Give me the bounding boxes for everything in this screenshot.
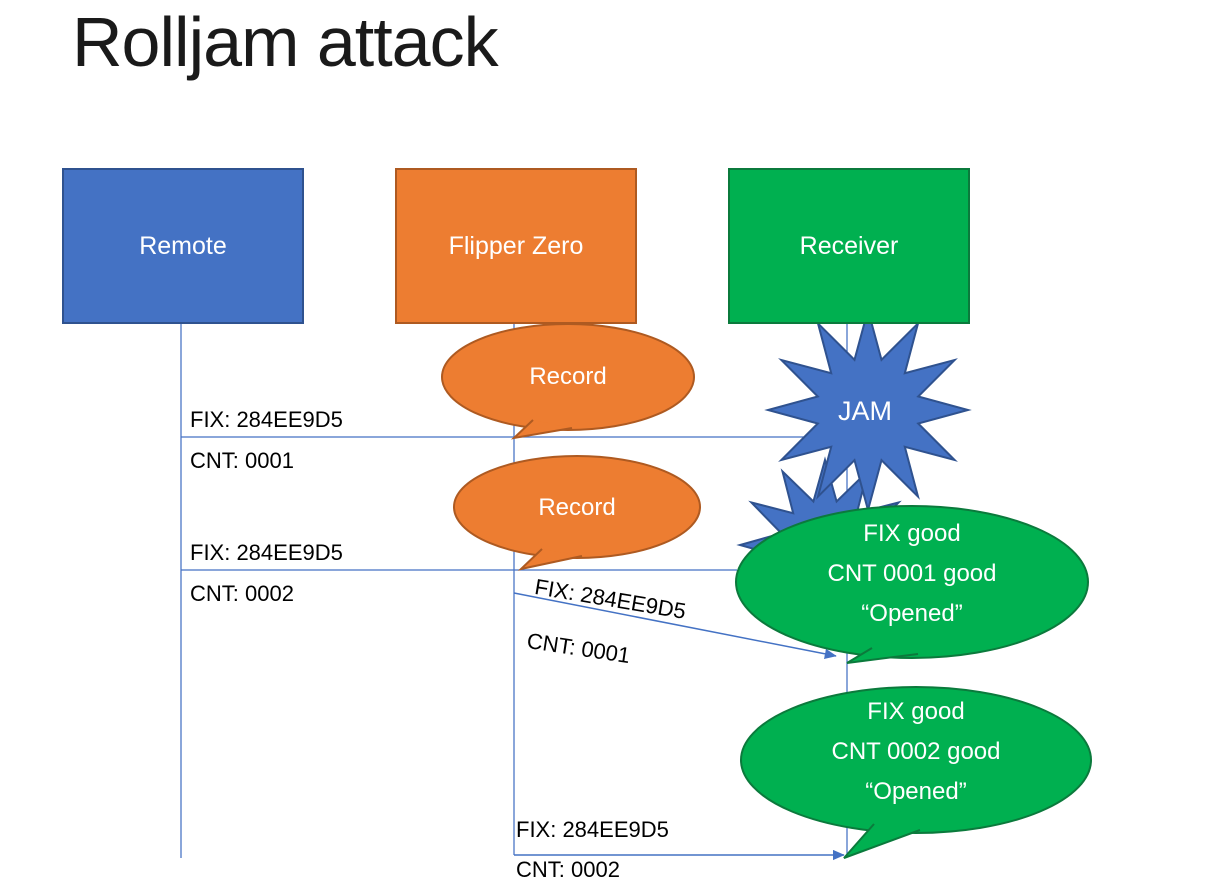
actor-flipper-zero-box: Flipper Zero xyxy=(395,168,637,324)
result-bubble-1 xyxy=(735,505,1089,659)
replay-arrow-1 xyxy=(513,592,837,659)
jam-text: JAM xyxy=(838,396,892,426)
message2-cnt-label: CNT: 0002 xyxy=(190,581,294,606)
record2-text: Record xyxy=(538,494,616,521)
result2-line1: FIX good xyxy=(867,698,965,725)
actor-remote-box: Remote xyxy=(62,168,304,324)
result1-line3: “Opened” xyxy=(861,600,963,627)
result2-text: FIX good CNT 0002 good “Opened” xyxy=(756,692,1076,812)
record-bubble-2-tail xyxy=(517,548,583,571)
message1-fix-label: FIX: 284EE9D5 xyxy=(190,407,343,432)
result1-text: FIX good CNT 0001 good “Opened” xyxy=(752,514,1072,634)
result1-line2: CNT 0001 good xyxy=(827,560,997,587)
message2-fix-label: FIX: 284EE9D5 xyxy=(190,540,343,565)
result2-line2: CNT 0002 good xyxy=(831,738,1001,765)
record1-text: Record xyxy=(529,363,607,390)
actor-remote-label: Remote xyxy=(139,231,227,260)
record-bubble-1-tail xyxy=(510,419,573,440)
actor-receiver-label: Receiver xyxy=(799,231,899,260)
result-bubble-2-tail xyxy=(843,823,921,859)
result-bubble-2 xyxy=(740,686,1092,834)
actor-receiver-box: Receiver xyxy=(728,168,970,324)
record-bubble-1 xyxy=(441,323,695,431)
message1-cnt-label: CNT: 0001 xyxy=(190,448,294,473)
replay2-fix-label: FIX: 284EE9D5 xyxy=(516,817,669,842)
actor-flipper-zero-label: Flipper Zero xyxy=(448,231,584,260)
result2-line3: “Opened” xyxy=(865,778,967,805)
replay2-cnt-label: CNT: 0002 xyxy=(516,857,620,882)
page-title: Rolljam attack xyxy=(72,3,499,81)
result-bubble-1-tail xyxy=(846,647,919,664)
result1-line1: FIX good xyxy=(863,520,961,547)
